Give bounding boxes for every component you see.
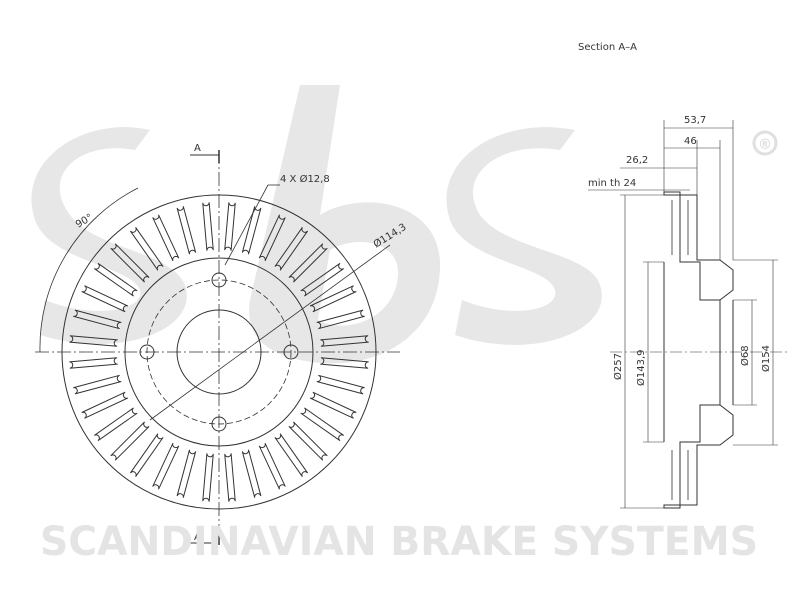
cooling-vent	[288, 243, 328, 283]
cooling-vent	[274, 433, 309, 477]
dim-disc-thickness-label: 26,2	[626, 155, 648, 166]
cooling-vent	[94, 262, 138, 297]
cooling-vent	[300, 407, 344, 442]
cooling-vent	[241, 449, 262, 498]
section-disc-lower-vent	[671, 450, 689, 500]
angle-label: 90°	[74, 212, 95, 230]
cooling-vent	[316, 374, 365, 395]
registered-mark: ®	[752, 130, 778, 156]
watermark-letter-s1	[31, 127, 187, 345]
dim-outer-diameter-label: Ø257	[612, 353, 624, 380]
registered-symbol: ®	[758, 137, 772, 153]
cooling-vent	[152, 442, 180, 490]
bolt-circle-leader	[149, 244, 391, 421]
cooling-vent	[129, 433, 164, 477]
section-disc-upper-vent	[671, 200, 689, 255]
cooling-vent	[300, 262, 344, 297]
cooling-vent	[288, 421, 328, 461]
angle-arc	[39, 187, 139, 353]
dim-hub-width-label: 46	[684, 136, 697, 147]
cooling-vent	[320, 357, 369, 369]
watermark-letter-s2	[446, 127, 602, 345]
dim-centre-bore-label: Ø68	[739, 345, 751, 366]
cooling-vent	[202, 453, 214, 502]
brand-tagline: SCANDINAVIAN BRAKE SYSTEMS	[40, 519, 758, 565]
hole-leader	[224, 184, 269, 266]
cooling-vent	[224, 453, 236, 502]
cooling-vent	[110, 421, 150, 461]
watermark-letter-b	[249, 85, 440, 364]
dim-min-thickness-label: min th 24	[588, 178, 636, 189]
cooling-vent	[241, 206, 262, 255]
cooling-vent	[224, 202, 236, 251]
cooling-vent	[274, 227, 309, 271]
section-marker-bottom-label: A	[194, 532, 201, 543]
cooling-vent	[202, 202, 214, 251]
cooling-vent	[129, 227, 164, 271]
cooling-vent	[152, 214, 180, 262]
cooling-vent	[81, 391, 129, 419]
cooling-vent	[309, 391, 357, 419]
cooling-vent	[81, 285, 129, 313]
holes-label: 4 X Ø12,8	[280, 173, 330, 185]
cooling-vent	[69, 357, 118, 369]
section-disc-upper	[663, 191, 734, 301]
section-disc-lower	[663, 404, 734, 509]
cooling-vent	[110, 243, 150, 283]
section-view	[588, 120, 790, 509]
dim-total-width-label: 53,7	[684, 115, 706, 126]
cooling-vent	[73, 374, 122, 395]
section-title: Section A–A	[578, 42, 637, 53]
cooling-vent	[258, 442, 286, 490]
dim-hat-diameter-label: Ø154	[760, 345, 772, 372]
cooling-vent	[176, 206, 197, 255]
cooling-vent	[176, 449, 197, 498]
dim-brake-diameter-label: Ø143,9	[635, 350, 647, 387]
cooling-vent	[320, 335, 369, 347]
section-marker-top-label: A	[194, 143, 201, 154]
